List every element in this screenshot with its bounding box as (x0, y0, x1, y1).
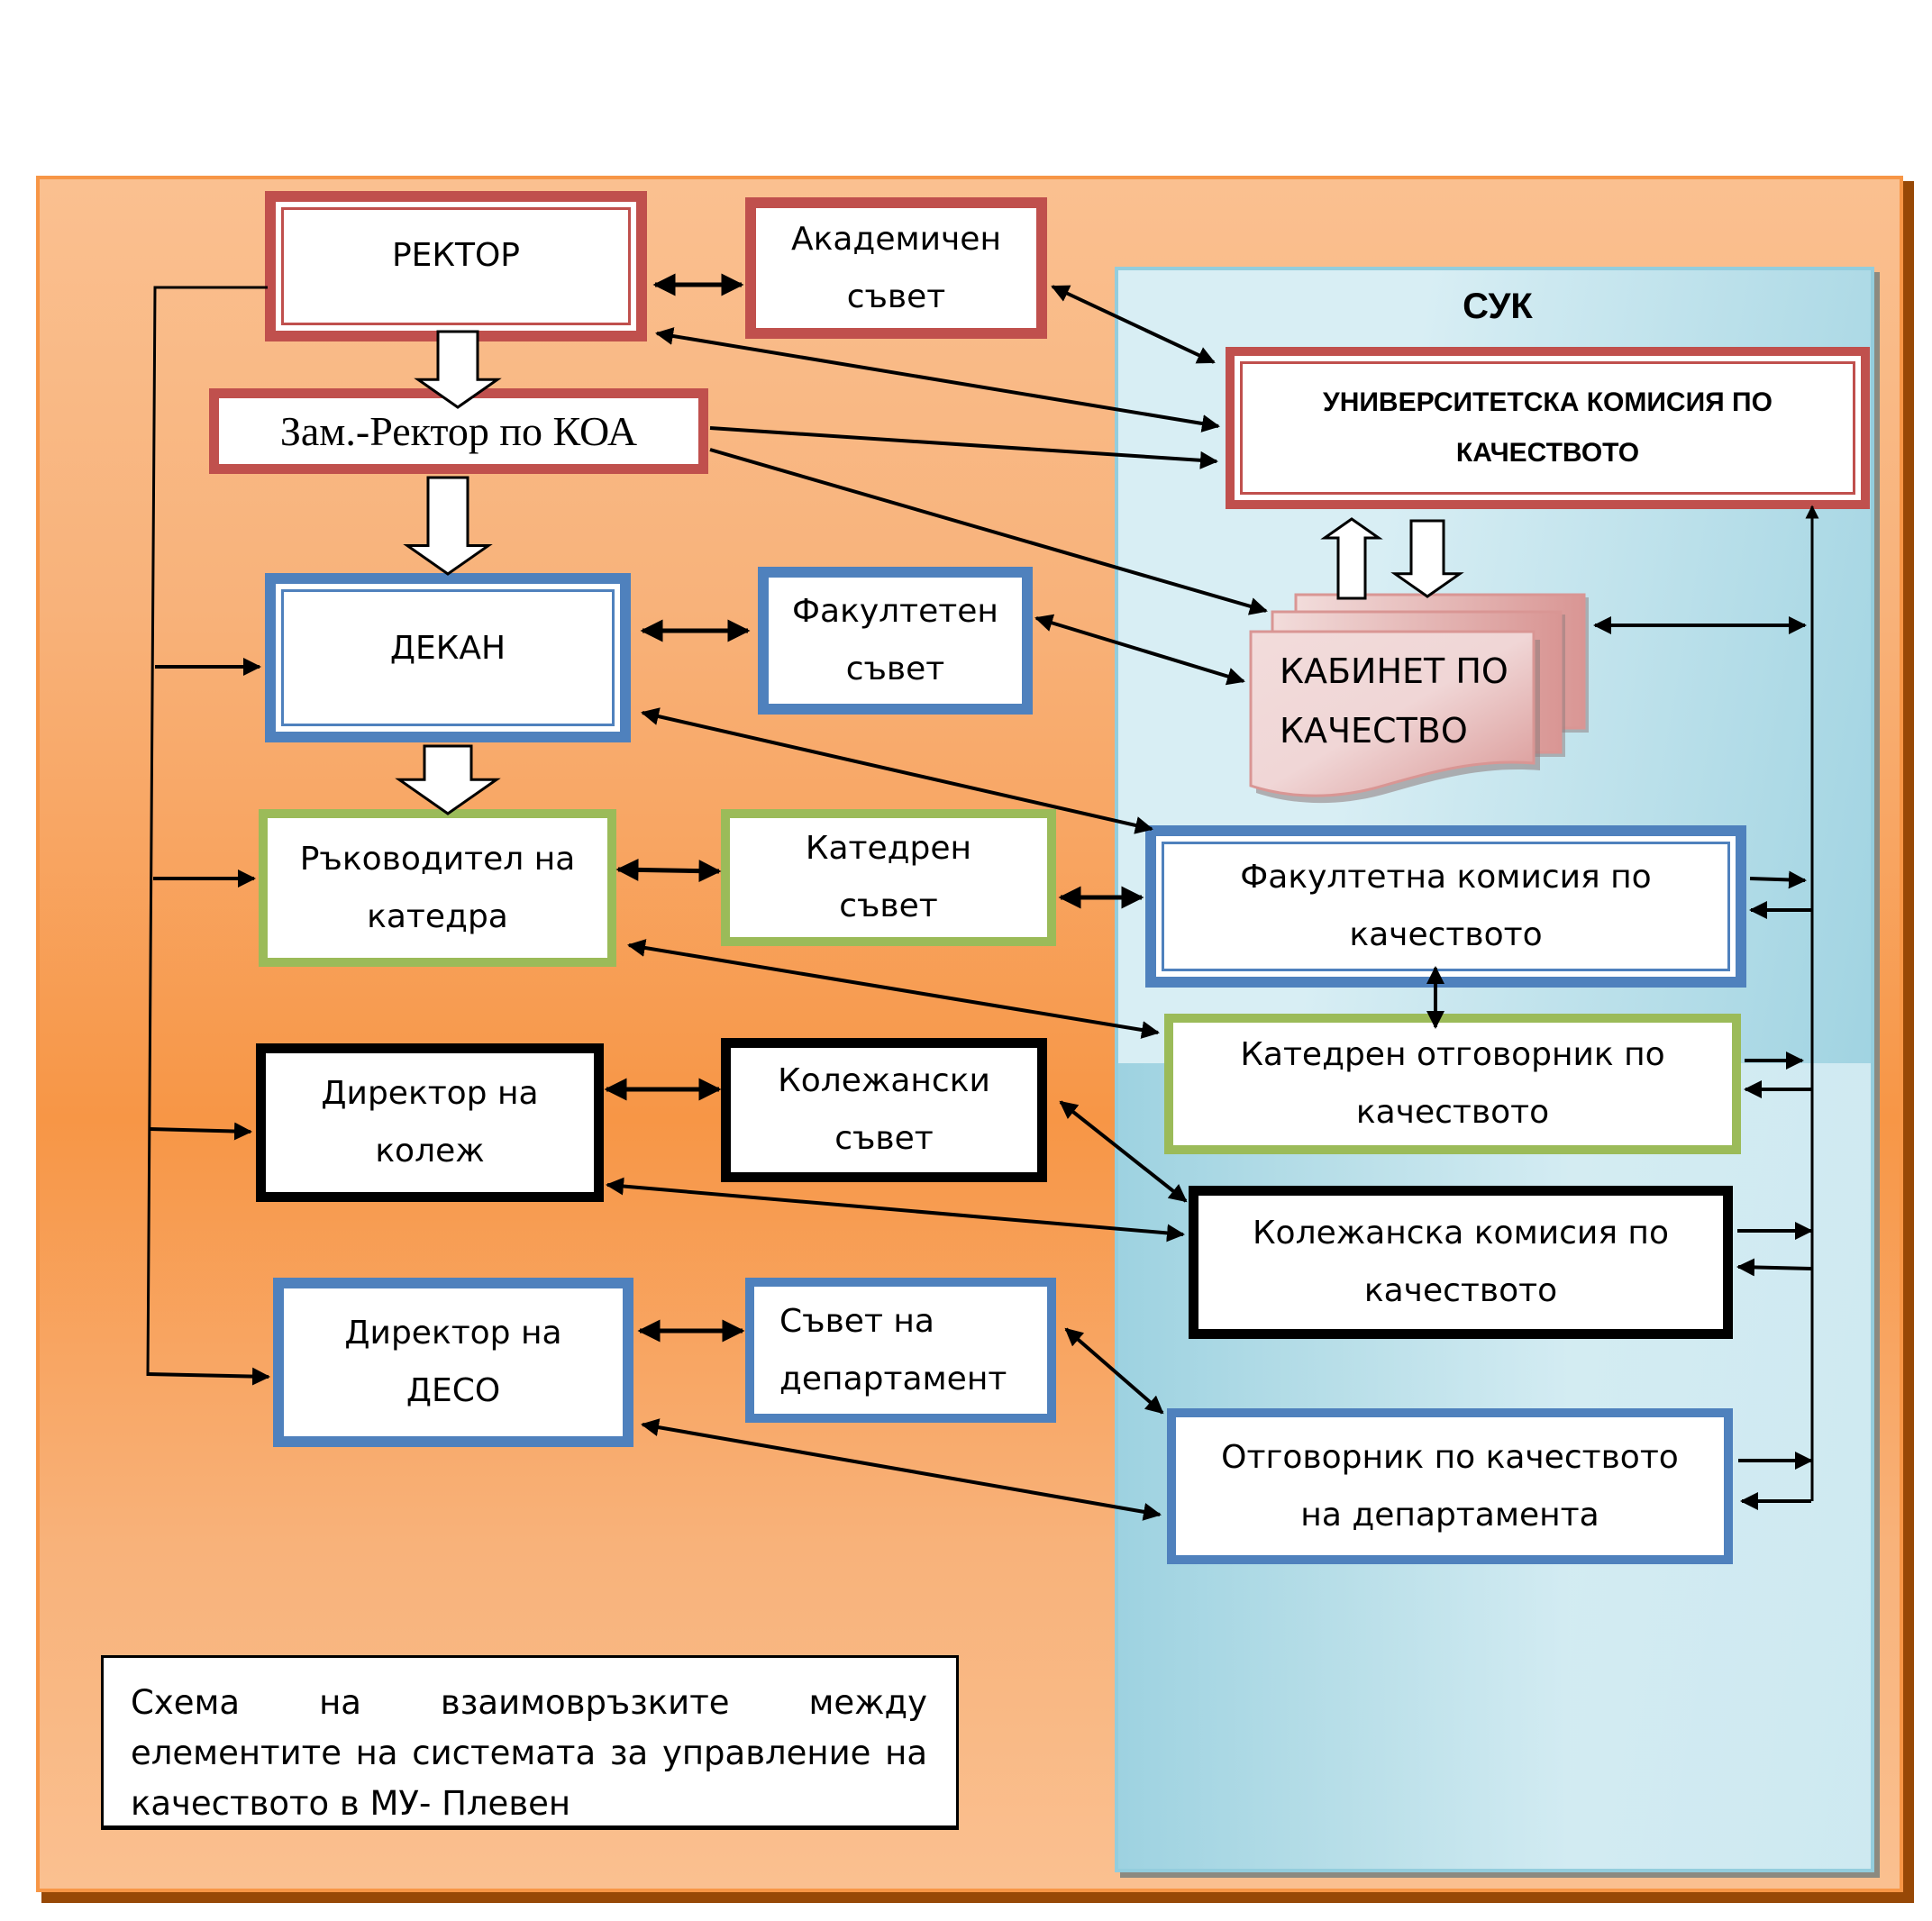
node-label-line2: качеството (1355, 1094, 1550, 1131)
node-label-line1: Факултетен (792, 593, 998, 630)
node-label-line1: Отговорник по качеството (1221, 1438, 1679, 1476)
node-label-line1: КАБИНЕТ ПО (1280, 651, 1508, 691)
node-label-line2: катедра (367, 897, 508, 935)
node-university-commission[interactable]: УНИВЕРСИТЕТСКА КОМИСИЯ ПО КАЧЕСТВОТО (1226, 347, 1870, 509)
node-vice-rector[interactable]: Зам.-Ректор по КОА (209, 388, 708, 474)
node-college-council[interactable]: Колежански съвет (721, 1038, 1047, 1182)
node-academic-council[interactable]: Академичен съвет (745, 197, 1047, 339)
diagram-caption: Схема на взаимовръзките между елементите… (101, 1655, 959, 1830)
node-label-line2: качеството (1349, 916, 1543, 953)
node-deso-director[interactable]: Директор на ДЕСО (273, 1278, 633, 1447)
node-label-line1: Факултетна комисия по (1240, 859, 1652, 896)
node-label-line1: УНИВЕРСИТЕТСКА КОМИСИЯ ПО (1323, 387, 1773, 417)
node-label-line1: Съвет на (779, 1302, 934, 1340)
suk-panel-title: СУК (1463, 287, 1533, 326)
node-label-line2: департамент (779, 1360, 1007, 1398)
node-quality-office-label: КАБИНЕТ ПО КАЧЕСТВО (1280, 642, 1508, 760)
node-label-line1: Колежанска комисия по (1253, 1215, 1669, 1252)
node-dean-label: ДЕКАН (389, 630, 506, 667)
node-deso-quality-officer[interactable]: Отговорник по качеството на департамента (1167, 1408, 1733, 1564)
node-label-line2: съвет (839, 888, 938, 924)
node-rector[interactable]: РЕКТОР (265, 191, 647, 341)
node-label-line1: Директор на (321, 1075, 539, 1112)
node-deso-council[interactable]: Съвет на департамент (745, 1278, 1056, 1423)
node-label-line2: съвет (846, 278, 946, 315)
node-label-line1: Катедрен отговорник по (1240, 1036, 1665, 1073)
node-head-of-department[interactable]: Ръководител на катедра (259, 809, 616, 967)
node-label-line1: Директор на (344, 1315, 562, 1352)
node-college-director[interactable]: Директор на колеж (256, 1043, 604, 1202)
node-label-line2: КАЧЕСТВО (1280, 711, 1468, 751)
node-label-line2: съвет (834, 1120, 934, 1157)
node-vice-rector-label: Зам.-Ректор по КОА (279, 407, 638, 454)
node-label-line2: съвет (845, 651, 945, 687)
node-faculty-commission[interactable]: Факултетна комисия по качеството (1145, 825, 1746, 988)
node-label-line2: колеж (375, 1133, 485, 1170)
document-stack-front (1249, 630, 1540, 804)
node-label-line1: Академичен (791, 220, 1001, 258)
node-label-line2: на департамента (1300, 1496, 1599, 1534)
node-rector-label: РЕКТОР (391, 237, 521, 274)
node-dean[interactable]: ДЕКАН (265, 573, 631, 742)
node-label-line2: ДЕСО (406, 1372, 501, 1409)
node-department-council[interactable]: Катедрен съвет (721, 809, 1056, 946)
node-label-line2: КАЧЕСТВОТО (1455, 438, 1640, 468)
node-faculty-council[interactable]: Факултетен съвет (758, 567, 1033, 715)
node-label-line1: Катедрен (805, 830, 972, 867)
node-department-quality-officer[interactable]: Катедрен отговорник по качеството (1164, 1014, 1741, 1154)
node-label-line1: Колежански (778, 1062, 990, 1099)
node-college-commission[interactable]: Колежанска комисия по качеството (1189, 1186, 1733, 1339)
node-label-line2: качеството (1363, 1272, 1558, 1309)
node-label-line1: Ръководител на (299, 840, 576, 878)
node-quality-office[interactable] (1244, 590, 1595, 806)
